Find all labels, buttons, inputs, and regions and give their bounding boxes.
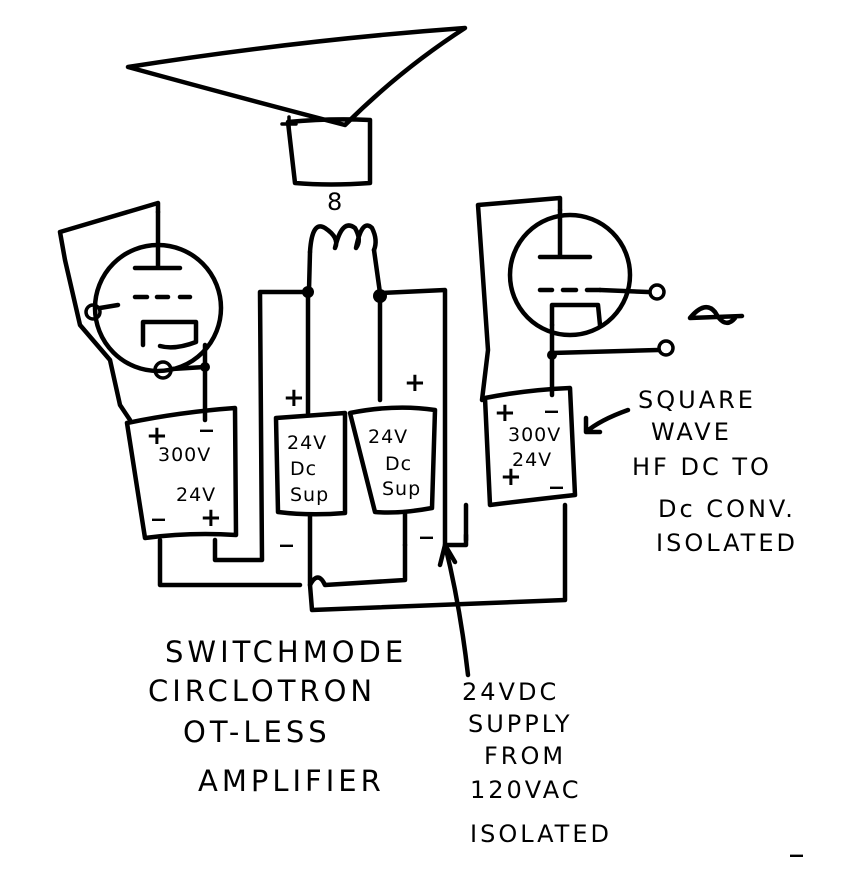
speaker-impedance-label: 8 (327, 188, 346, 216)
right-supply-minus: _ (420, 510, 433, 540)
supply-annotation-line-3: FROM (484, 742, 567, 770)
left-converter-box (124, 405, 239, 541)
right-grid-lead (597, 287, 651, 295)
output-coil (307, 223, 378, 255)
left-converter-minus-bottom: _ (152, 492, 165, 522)
converter-annotation-line-1: SQUARE (638, 386, 756, 414)
converter-annotation-line-5: ISOLATED (656, 529, 798, 557)
right-converter-plus-top: + (494, 398, 516, 428)
supply-annotation-line-1: 24VDC (462, 678, 560, 706)
left-grid-terminal (84, 303, 102, 321)
right-grid-terminal (648, 283, 666, 301)
supply-annotation-line-5: ISOLATED (470, 820, 612, 848)
speaker-plus-mark (280, 115, 298, 133)
left-supply-plus: + (283, 383, 305, 413)
left-supply-minus: _ (280, 518, 293, 548)
right-plate-wire (475, 195, 563, 403)
left-converter-output-wire (157, 537, 303, 588)
right-tube-plate (537, 207, 593, 260)
right-supply-line1: 24V (368, 426, 409, 448)
right-converter-box (482, 385, 578, 508)
supply-annotation-arrow (437, 542, 471, 678)
left-converter-label-bottom: 24V (176, 484, 217, 506)
title-line-2: CIRCLOTRON (148, 674, 377, 708)
right-converter-label-bottom: 24V (512, 449, 553, 471)
right-input-terminal (657, 339, 675, 357)
left-plate-wire (57, 200, 161, 423)
left-converter-label-top: 300V (158, 444, 212, 466)
converter-annotation-line-4: Dc CONV. (658, 495, 796, 523)
left-converter-plus-bottom: + (200, 503, 222, 533)
sine-wave-symbol (687, 304, 745, 326)
right-supply-box (347, 405, 438, 515)
right-converter-minus-bottom: _ (550, 460, 563, 490)
speaker-cone (125, 25, 468, 128)
left-supply-line2: Dc (290, 458, 318, 480)
title-line-4: AMPLIFIER (198, 764, 385, 798)
left-supply-line1: 24V (287, 432, 328, 454)
supply-annotation-line-4: 120VAC (470, 776, 582, 804)
left-converter-plus-wire (212, 289, 311, 563)
left-tube-plate (132, 209, 183, 271)
supply-annotation-line-2: SUPPLY (468, 710, 573, 738)
converter-annotation-arrow (583, 407, 631, 435)
right-coil-to-converter (377, 287, 469, 548)
right-tube-cathode (549, 302, 603, 328)
coil-lead-left (306, 249, 313, 293)
speaker-magnet (285, 117, 373, 187)
converter-annotation-line-3: HF DC TO (632, 453, 772, 481)
left-tube-cathode (140, 319, 199, 350)
right-converter-minus-top: _ (545, 384, 558, 414)
right-converter-label-top: 300V (508, 424, 562, 446)
title-line-1: SWITCHMODE (165, 635, 408, 669)
right-tube-envelope (507, 212, 633, 338)
left-input-lead (169, 364, 208, 372)
right-supply-line2: Dc (385, 453, 413, 475)
bottom-return-wire (307, 502, 568, 613)
title-line-3: OT-LESS (183, 715, 331, 749)
left-grid-lead (97, 302, 121, 311)
right-supply-plus: + (404, 368, 426, 398)
right-input-lead (549, 347, 661, 356)
left-converter-plus-top: + (146, 421, 168, 451)
left-supply-bottom-wire (307, 512, 408, 588)
left-supply-line3: Sup (290, 484, 330, 506)
right-converter-plus-bottom: + (500, 462, 522, 492)
stray-mark: _ (790, 828, 803, 858)
left-converter-minus-top: _ (200, 403, 213, 433)
left-supply-box (273, 410, 348, 517)
converter-annotation-line-2: WAVE (651, 418, 732, 446)
coil-lead-right (371, 247, 383, 296)
right-supply-line3: Sup (382, 478, 422, 500)
